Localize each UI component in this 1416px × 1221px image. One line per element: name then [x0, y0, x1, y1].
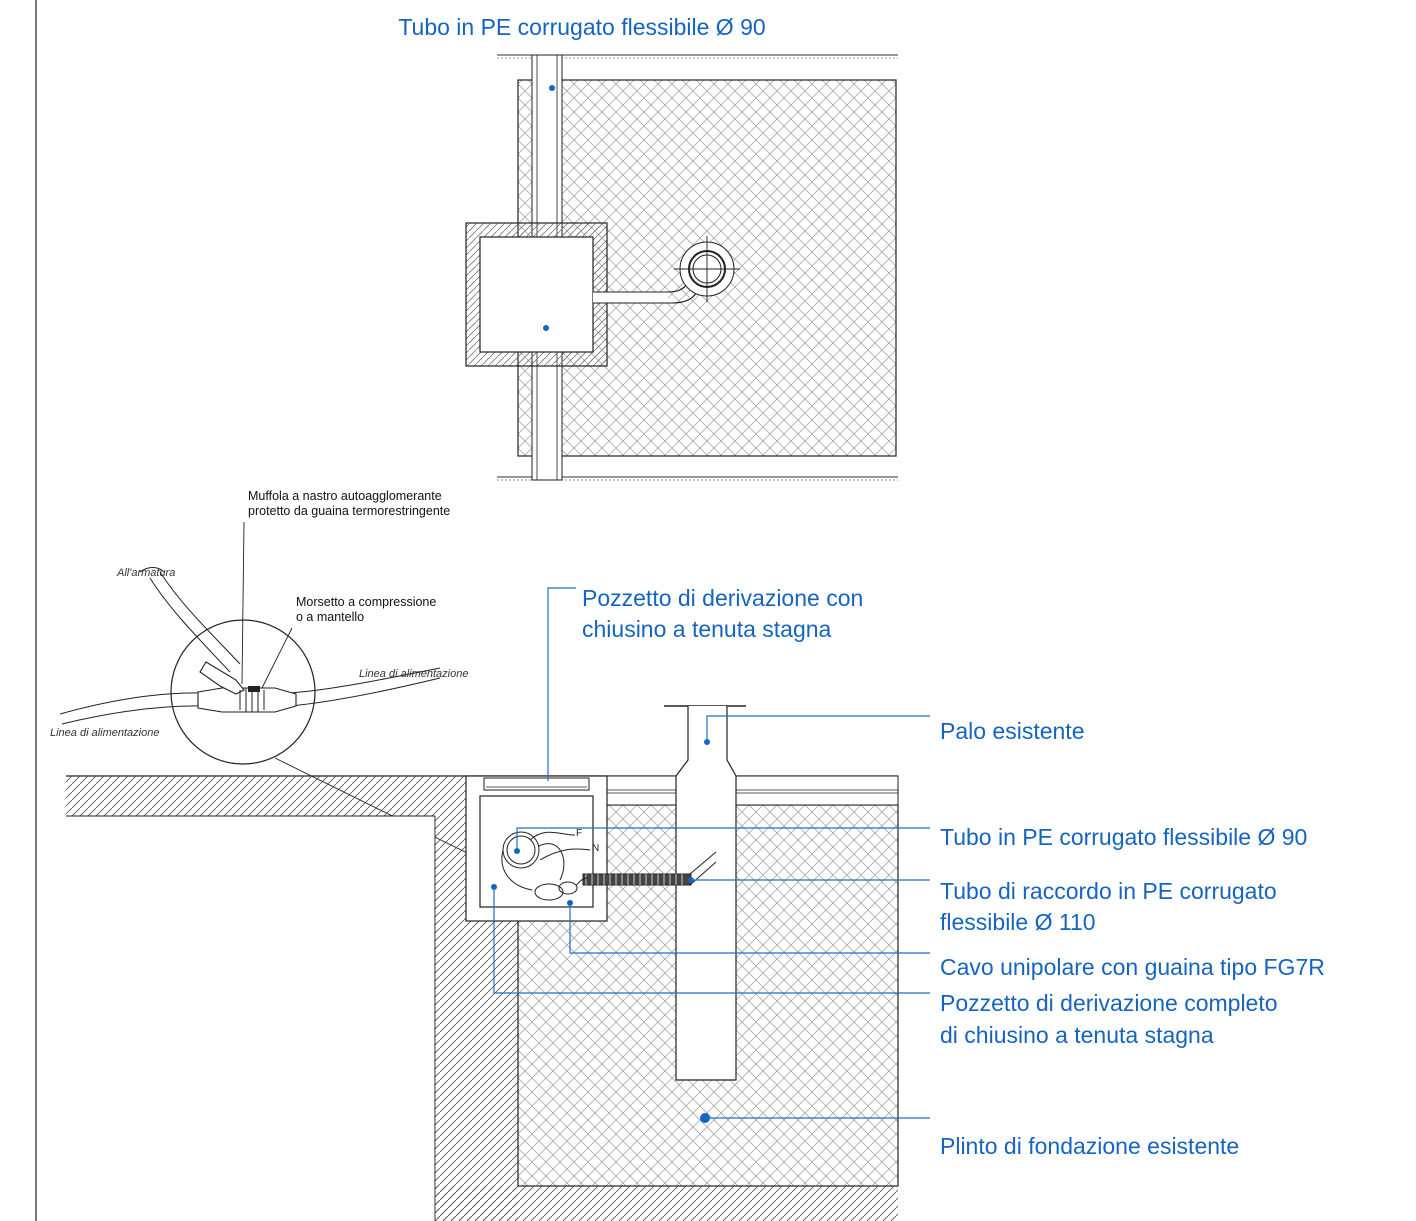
- splice-detail: Muffola a nastro autoagglomerante protet…: [50, 489, 549, 894]
- clamp-label-line2: o a mantello: [296, 610, 364, 624]
- label-pipe90: Tubo in PE corrugato flessibile Ø 90: [940, 824, 1307, 850]
- label-manhole-line2: chiusino a tenuta stagna: [582, 616, 832, 642]
- section-view: F N Pozzetto di derivazione con chiusino…: [66, 585, 1325, 1221]
- phase-label: F: [576, 828, 582, 839]
- section-manhole-cover: [483, 777, 590, 791]
- label-pipe110-line2: flessibile Ø 110: [940, 909, 1096, 935]
- svg-text:Pozzetto di derivazione con: Pozzetto di derivazione con chiusino a t…: [582, 585, 870, 642]
- plan-pipe-label: Tubo in PE corrugato flessibile Ø 90: [398, 14, 765, 40]
- leader-pole: [706, 715, 930, 742]
- section-cables: [501, 831, 591, 901]
- leader-pipe90: [516, 827, 930, 851]
- plan-manhole-inner: [479, 236, 594, 353]
- splice-label-line2: protetto da guaina termorestringente: [248, 504, 450, 518]
- supply-line-right-label: Linea di alimentazione: [359, 668, 468, 680]
- section-pole: [664, 705, 746, 1081]
- svg-text:Pozzetto di derivazione comple: Pozzetto di derivazione completo di chiu…: [940, 990, 1284, 1048]
- leader-manhole: [493, 887, 930, 994]
- svg-text:Muffola a nastro autoagglomera: Muffola a nastro autoagglomerante protet…: [248, 489, 450, 518]
- svg-text:Tubo di raccordo in PE corrug: Tubo di raccordo in PE corrugato flessib…: [940, 878, 1283, 935]
- plan-conduit-marker: [549, 85, 555, 91]
- splice-label-line1: Muffola a nastro autoagglomerante: [248, 489, 442, 503]
- supply-line-left-label: Linea di alimentazione: [50, 727, 159, 739]
- label-cable: Cavo unipolare con guaina tipo FG7R: [940, 954, 1325, 980]
- section-corrugated-pipe: [582, 851, 717, 886]
- label-foundation: Plinto di fondazione esistente: [940, 1133, 1239, 1159]
- svg-text:Morsetto a compressione: Morsetto a compressione o a mantello: [296, 595, 440, 624]
- plan-pole: [674, 236, 740, 302]
- label-manhole-complete-line1: Pozzetto di derivazione completo: [940, 990, 1278, 1016]
- plan-manhole-marker: [543, 325, 549, 331]
- leader-manhole-cover: [547, 587, 576, 781]
- plan-view: Tubo in PE corrugato flessibile Ø 90: [398, 14, 898, 481]
- label-pipe110-line1: Tubo di raccordo in PE corrugato: [940, 878, 1277, 904]
- to-fixture-label: All'armatura: [116, 567, 175, 579]
- label-manhole-complete-line2: di chiusino a tenuta stagna: [940, 1022, 1214, 1048]
- label-manhole-line1: Pozzetto di derivazione con: [582, 585, 863, 611]
- neutral-label: N: [592, 843, 599, 854]
- clamp-label-line1: Morsetto a compressione: [296, 595, 436, 609]
- leader-cable: [569, 903, 930, 954]
- label-pole: Palo esistente: [940, 718, 1084, 744]
